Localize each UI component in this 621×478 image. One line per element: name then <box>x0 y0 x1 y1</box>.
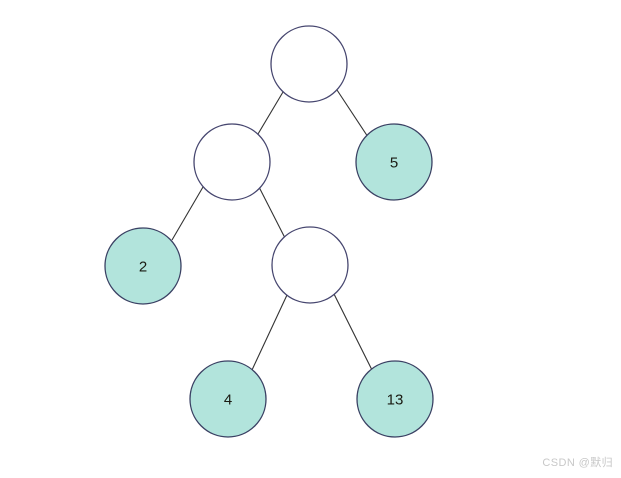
edges-group <box>171 89 373 371</box>
node-circle-n-l[interactable] <box>193 123 271 201</box>
node-circle-n-ll[interactable] <box>104 227 182 305</box>
edge-root-right <box>336 89 369 138</box>
node-circle-n-lrl[interactable] <box>189 360 267 438</box>
tree-node-n-l[interactable] <box>193 123 271 201</box>
node-label-n-lrl: 4 <box>224 392 232 409</box>
edge-root-left <box>257 91 284 135</box>
edge-lr-right <box>333 293 373 371</box>
tree-node-n-ll[interactable]: 2 <box>104 227 182 305</box>
node-circle-n-lr[interactable] <box>271 226 349 304</box>
node-label-n-ll: 2 <box>139 259 147 276</box>
nodes-group: 5 2 4 13 <box>104 25 434 438</box>
edge-l-right <box>258 186 286 239</box>
tree-node-n-lrl[interactable]: 4 <box>189 360 267 438</box>
csdn-watermark: CSDN @默归 <box>542 457 613 469</box>
tree-node-n-lrr[interactable]: 13 <box>356 360 434 438</box>
edge-lr-left <box>251 294 288 371</box>
node-circle-n-lrr[interactable] <box>356 360 434 438</box>
node-label-n-r: 5 <box>390 155 398 172</box>
tree-node-n-r[interactable]: 5 <box>355 123 433 201</box>
edge-l-left <box>171 186 204 241</box>
tree-node-n-lr[interactable] <box>271 226 349 304</box>
node-circle-root[interactable] <box>270 25 348 103</box>
tree-node-root[interactable] <box>270 25 348 103</box>
node-label-n-lrr: 13 <box>387 392 404 409</box>
node-circle-n-r[interactable] <box>355 123 433 201</box>
